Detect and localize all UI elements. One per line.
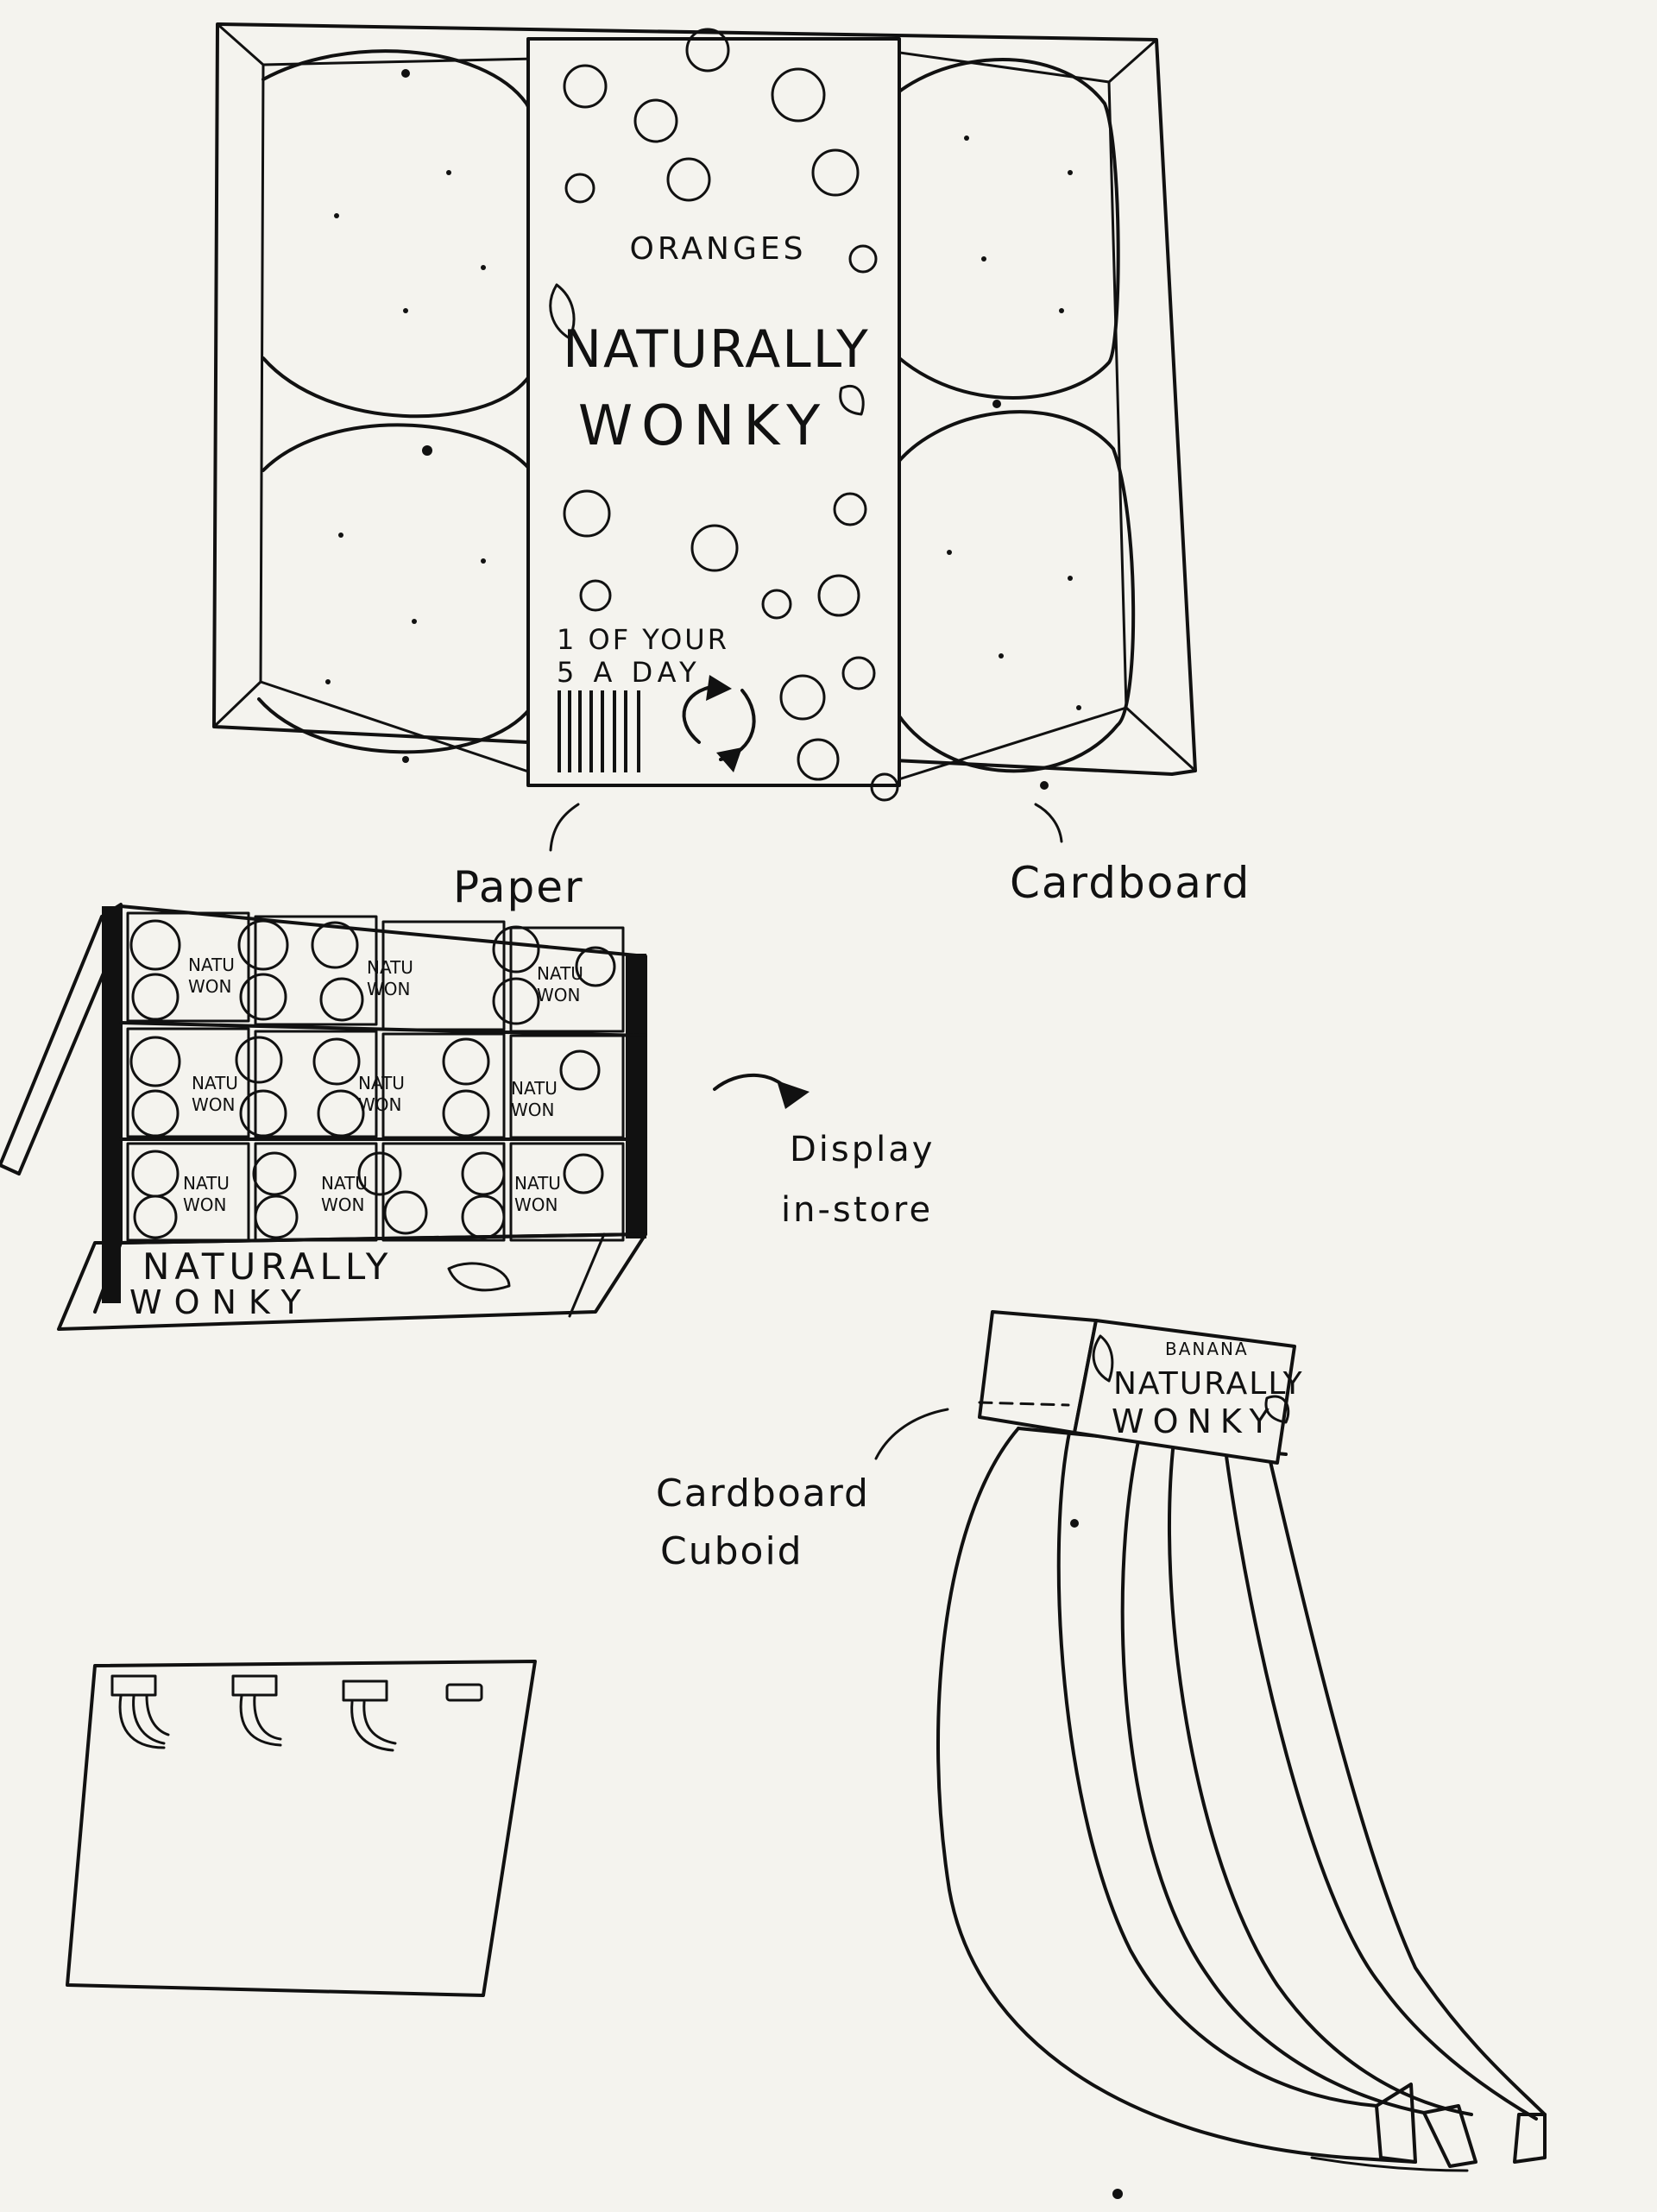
leaf-icon [549,283,576,340]
mini-brand-6: NATU [511,1078,558,1099]
orange-right-top [870,58,1120,408]
hook-banana-1 [110,1674,170,1749]
paper-sleeve: ORANGES NATURALLY WONKY 1 OF YOUR 5 A DA… [526,28,901,802]
orange-pattern [563,28,899,802]
mini-brand-7: NATU [183,1173,230,1194]
barcode-icon [558,690,640,772]
leaf-icon [1092,1334,1114,1383]
mini-brand-9: NATU [514,1173,561,1194]
display-caption-line1: Display [790,1130,935,1169]
mini-brand-3b: WON [537,985,580,1005]
mini-brand-1: NATU [188,955,235,975]
leaf-icon [447,1262,511,1292]
orange-left-bottom [257,423,552,763]
banana-brand-line1: NATURALLY [1113,1366,1304,1402]
orange-texture [325,135,1081,710]
tray-product-label: ORANGES [630,231,807,267]
leaf-icon [839,384,865,416]
banana-cuboid-label: BANANA NATURALLY WONKY [978,1310,1304,1465]
empty-hook [445,1683,483,1702]
mini-brand-9b: WON [514,1194,558,1215]
cardboard-label: Cardboard [1010,858,1251,908]
hook-banana-3 [342,1679,397,1752]
mini-brand-6b: WON [511,1100,554,1120]
mini-brand-5: NATU [358,1073,405,1093]
banana-product-label: BANANA [1165,1339,1249,1359]
banana-bunch [936,1427,1547,2199]
banana-hook-board [66,1660,537,1997]
cuboid-caption-line1: Cardboard [656,1472,870,1516]
display-arrow [713,1073,810,1109]
paper-label: Paper [453,862,584,912]
mini-brand-5b: WON [358,1094,401,1115]
display-base-brand-line1: NATURALLY [142,1245,393,1288]
orange-left-top [261,49,545,419]
display-base-brand-line2: WONKY [129,1283,313,1321]
hook-banana-2 [231,1674,282,1747]
mini-brand-2b: WON [367,979,410,999]
display-caption-line2: in-store [781,1190,933,1230]
in-store-display: NATU WON NATU WON NATU WON NATU WON NATU… [0,903,647,1331]
banana-brand-line2: WONKY [1112,1402,1278,1440]
tray-claim-line2: 5 A DAY [557,656,702,689]
cuboid-caption-line2: Cuboid [660,1529,803,1573]
tray-brand-line1: NATURALLY [563,319,870,380]
orange-right-bottom [887,410,1136,790]
mini-brand-1b: WON [188,976,231,997]
tray-brand-line2: WONKY [578,394,828,458]
mini-trays [126,911,625,1242]
tray-claim-line1: 1 OF YOUR [557,623,729,656]
mini-brand-2: NATU [367,957,413,978]
leaf-icon [1264,1395,1290,1424]
mini-brand-8: NATU [321,1173,368,1194]
cardboard-callout-line [1034,803,1063,843]
mini-brand-7b: WON [183,1194,226,1215]
mini-brand-8b: WON [321,1194,364,1215]
orange-tray: ORANGES NATURALLY WONKY 1 OF YOUR 5 A DA… [212,22,1197,802]
mini-brand-4b: WON [192,1094,235,1115]
mini-brand-4: NATU [192,1073,238,1093]
paper-callout-line [549,803,580,852]
recycle-icon [682,675,756,772]
cuboid-callout-line [874,1408,949,1460]
mini-brand-3: NATU [537,963,583,984]
